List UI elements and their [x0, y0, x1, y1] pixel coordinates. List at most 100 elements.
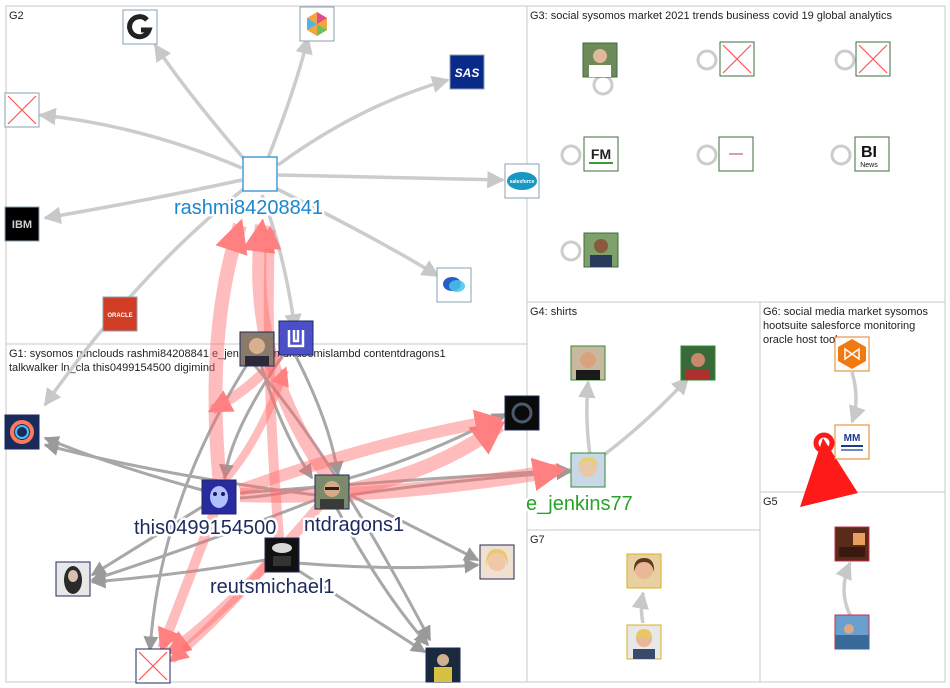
node-this04[interactable] [202, 480, 236, 514]
avatar [210, 486, 228, 508]
nodes-g6: MM [835, 337, 869, 459]
node-frame [243, 157, 277, 191]
node[interactable] [681, 346, 715, 380]
group-label-g4: G4: shirts [530, 306, 578, 318]
node-contentdragons[interactable] [315, 475, 349, 509]
node[interactable] [480, 545, 514, 579]
avatar [580, 352, 596, 368]
logo-bar [841, 445, 863, 447]
logo-mark [729, 153, 743, 155]
node[interactable] [835, 527, 869, 561]
node-oracle[interactable]: ORACLE [103, 297, 137, 331]
nodes-g3: FM BI News [583, 42, 890, 267]
oracle-logo: ORACLE [107, 313, 132, 319]
node[interactable] [835, 337, 869, 371]
edge [844, 563, 850, 615]
edge [278, 175, 503, 180]
avatar-body [576, 370, 600, 380]
nodes-g4 [571, 346, 715, 487]
photo-patch [853, 533, 865, 545]
nodes-g7 [627, 554, 661, 659]
self-loop [594, 76, 612, 94]
self-loop [832, 146, 850, 164]
node[interactable] [583, 43, 617, 77]
photo-patch [273, 556, 291, 566]
group-label-g5: G5 [763, 496, 778, 508]
bi-logo: BI [861, 144, 877, 161]
group-box-g5 [760, 492, 945, 682]
avatar-body [245, 356, 269, 366]
sas-logo: SAS [455, 66, 480, 80]
avatar-glasses [325, 487, 339, 490]
node[interactable] [5, 415, 39, 449]
node-broken-image[interactable] [136, 649, 170, 683]
avatar-eye [213, 492, 217, 496]
node[interactable] [719, 137, 753, 171]
self-loop [562, 146, 580, 164]
node[interactable] [279, 321, 313, 355]
avatar [68, 570, 78, 582]
mm-logo: MM [844, 433, 861, 444]
node-label-reutsmichael: reutsmichael1 [210, 576, 335, 598]
avatar [594, 239, 608, 253]
photo-patch [839, 547, 865, 557]
node[interactable] [835, 615, 869, 649]
logo-bar [589, 162, 613, 164]
edge [600, 378, 688, 458]
node-frame [279, 321, 313, 355]
chat-bubble-icon [449, 280, 465, 292]
avatar-body [434, 667, 452, 682]
bi-news-logo: News [860, 162, 878, 169]
self-loop [562, 242, 580, 260]
avatar-body [589, 65, 611, 77]
group-label-g3: G3: social sysomos market 2021 trends bu… [530, 10, 892, 22]
node-reutsmichael[interactable] [265, 538, 299, 572]
logo-bar [841, 449, 863, 451]
node-label-rashmi: rashmi84208841 [174, 197, 323, 219]
node-salesforce[interactable]: salesforce [505, 164, 539, 198]
node[interactable] [627, 625, 661, 659]
avatar [488, 553, 506, 571]
edge [587, 382, 590, 455]
node[interactable]: MM [835, 425, 869, 459]
avatar-body [320, 499, 344, 509]
avatar-body [633, 649, 655, 659]
avatar-eye [221, 492, 225, 496]
node-broken-image[interactable] [856, 42, 890, 76]
edge [278, 80, 448, 165]
self-loop [698, 51, 716, 69]
node[interactable] [240, 332, 274, 366]
node-label-this04: this0499154500 [134, 517, 276, 539]
node-bi-news[interactable]: BI News [855, 137, 889, 171]
node[interactable] [56, 562, 90, 596]
node-rashmi[interactable] [243, 157, 277, 191]
node[interactable] [571, 346, 605, 380]
node[interactable] [123, 10, 157, 44]
node[interactable] [300, 7, 334, 41]
avatar [844, 624, 854, 634]
node-broken-image[interactable] [720, 42, 754, 76]
avatar [691, 353, 705, 367]
node-label-contentdragons: ntdragons1 [304, 514, 404, 536]
node[interactable] [584, 233, 618, 267]
node[interactable] [627, 554, 661, 588]
node[interactable] [426, 648, 460, 682]
node[interactable] [437, 268, 471, 302]
ibm-logo: IBM [12, 219, 32, 231]
photo-patch [272, 543, 292, 553]
node-frame [505, 396, 539, 430]
edge [268, 38, 308, 158]
node[interactable] [505, 396, 539, 430]
photo-patch [835, 635, 869, 649]
node-broken-image[interactable] [5, 93, 39, 127]
fm-logo: FM [591, 146, 611, 162]
nodes-g5 [835, 527, 869, 649]
node-sas[interactable]: SAS [450, 55, 484, 89]
node-ejenkins[interactable] [571, 453, 605, 487]
avatar [437, 654, 449, 666]
node-ibm[interactable]: IBM [5, 207, 39, 241]
node-fm[interactable]: FM [584, 137, 618, 171]
avatar [249, 338, 265, 354]
group-label-g7: G7 [530, 534, 545, 546]
group-label-g1: G1: sysomos runclouds rashmi84208841 e_j… [9, 348, 449, 374]
